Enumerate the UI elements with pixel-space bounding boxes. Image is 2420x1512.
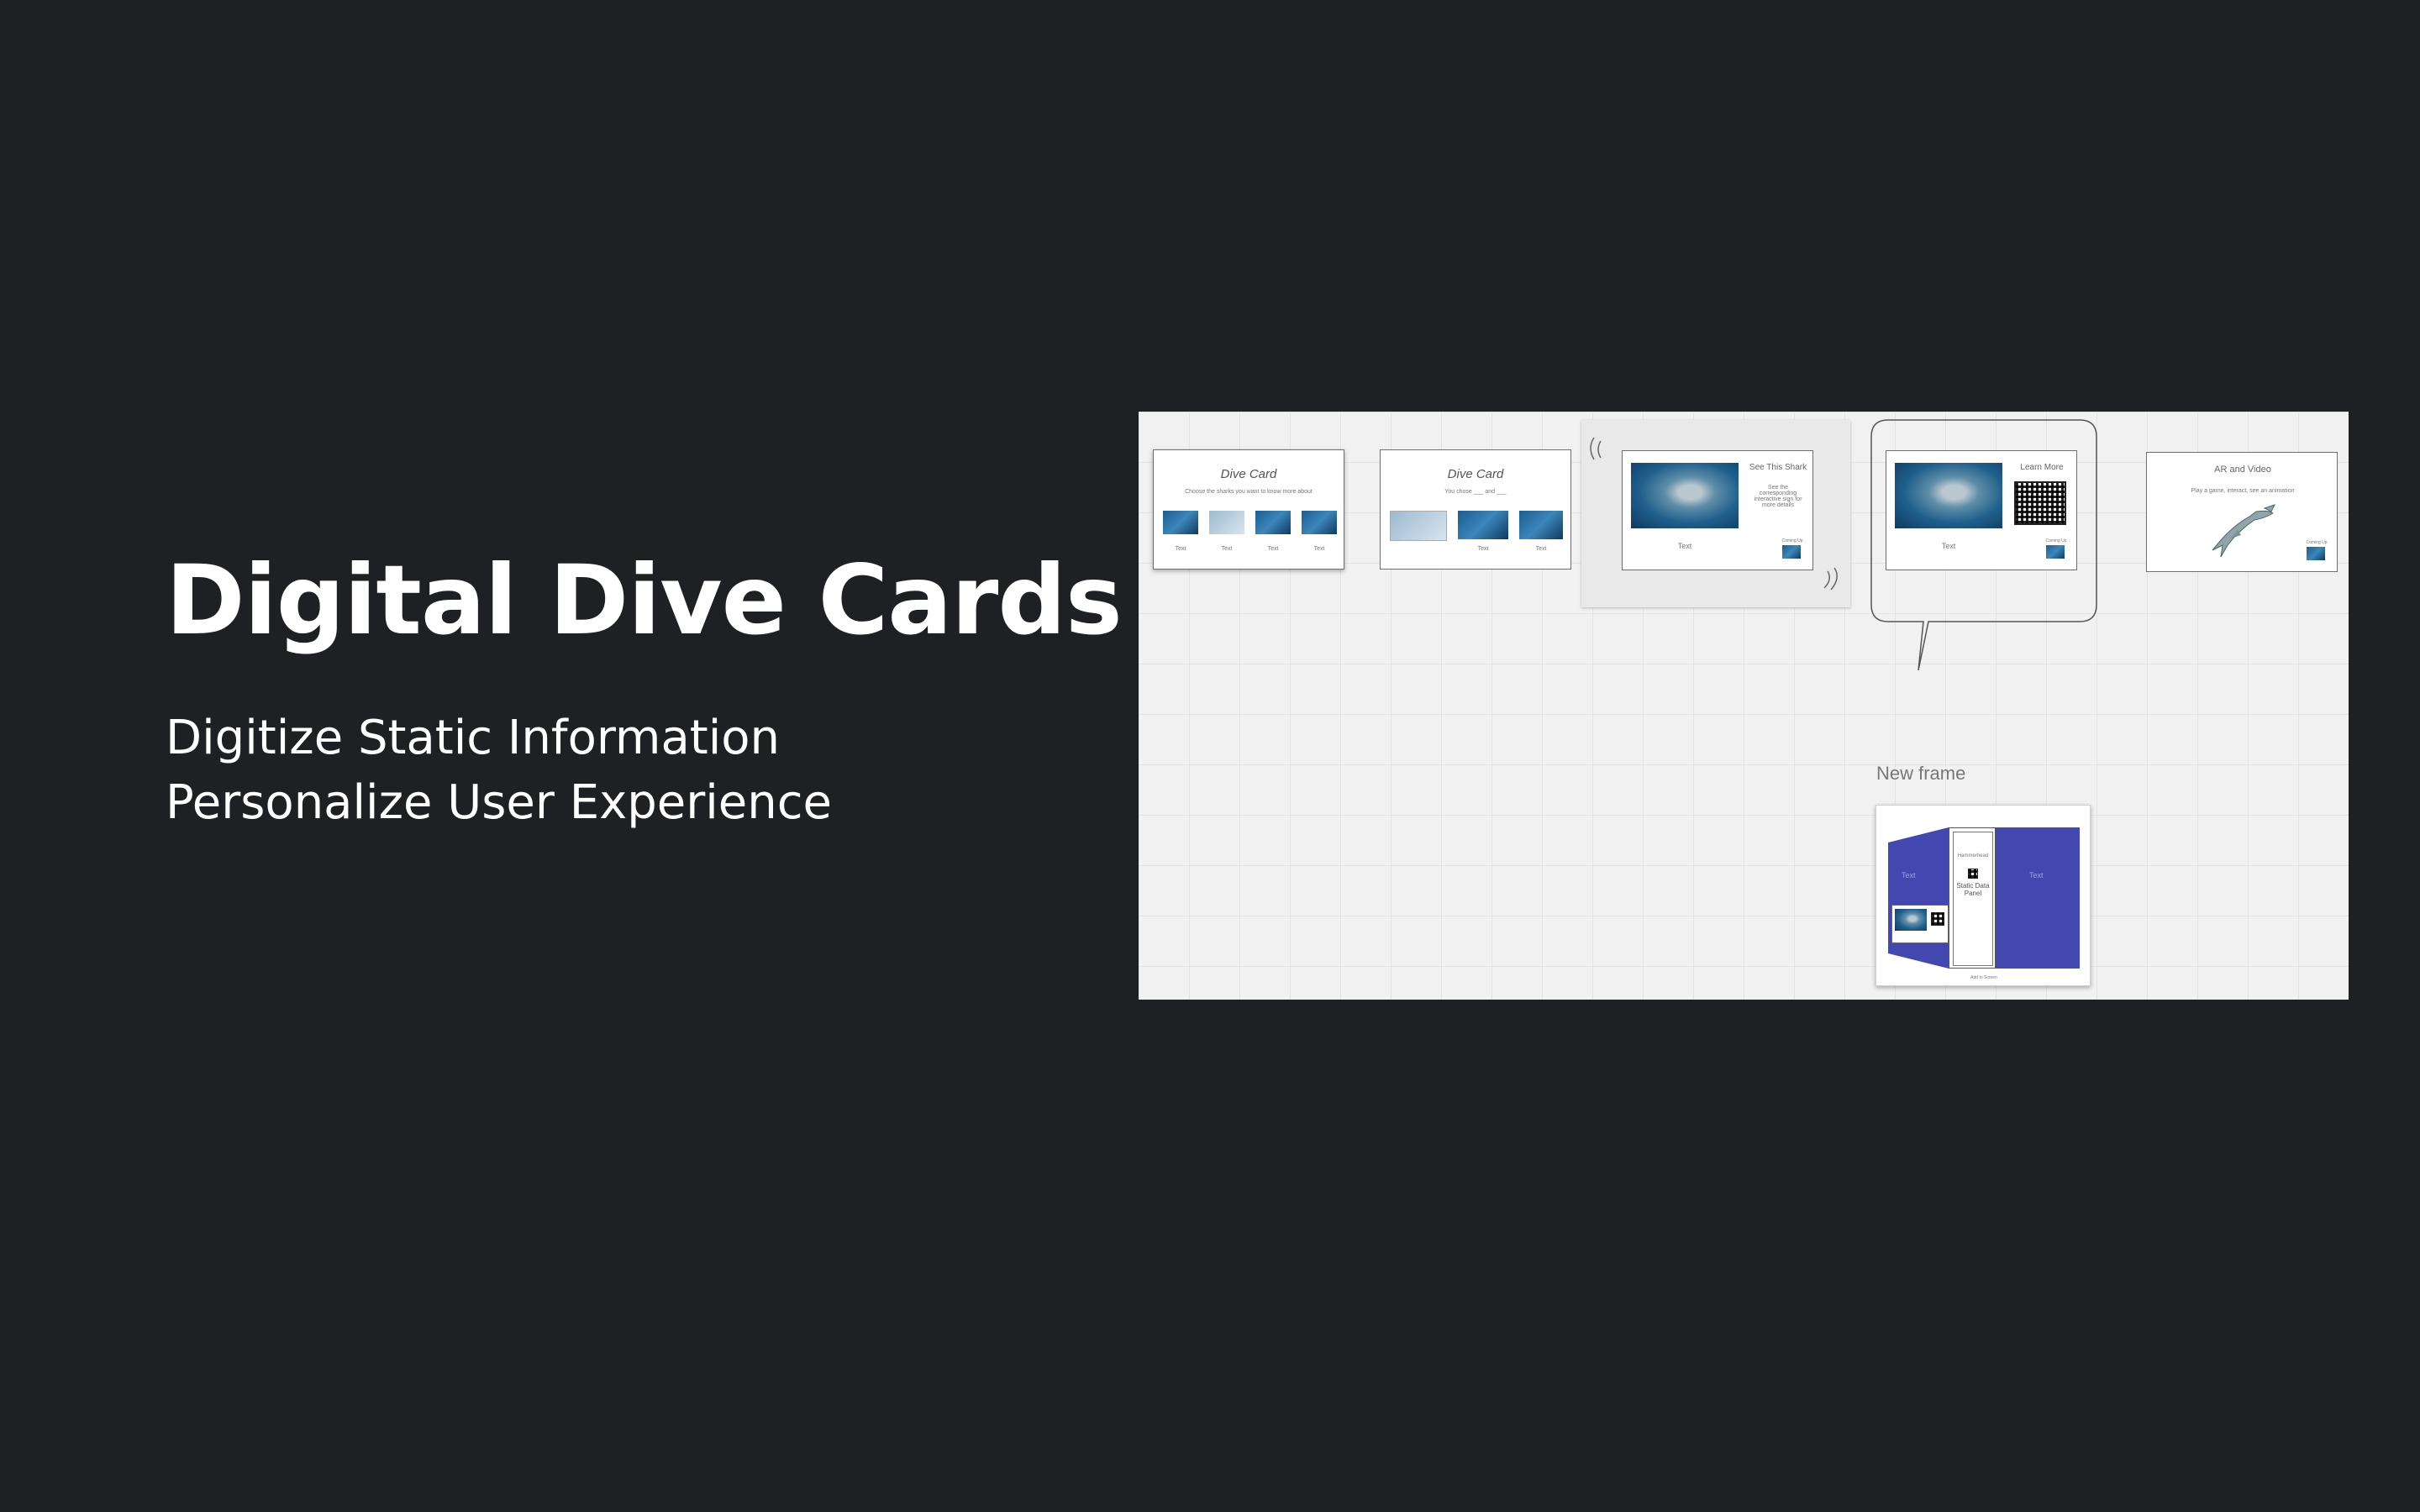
slide-title: Digital Dive Cards [166,544,1123,656]
card-title: Dive Card [1220,467,1277,481]
card-caption: Text [1941,542,1956,550]
hammerhead-photo [1895,463,2002,528]
card-subtitle: Choose the sharks you want to know more … [1185,489,1313,495]
card-corner-label: Coming Up [2045,538,2067,543]
speech-bubble-frame [1870,419,2097,671]
card-corner-label: Coming Up [2306,540,2328,545]
dive-card-chosen[interactable]: Dive Card You chose ___ and ___ Text Tex… [1380,449,1571,570]
subtitle-digitize: Digitize Static Information [166,711,781,765]
center-panel-title: Hammerhead [1957,853,1989,858]
hammerhead-shark-icon [2212,504,2275,558]
thumbnail-label: Text [1221,546,1233,552]
design-canvas[interactable]: Dive Card Choose the sharks you want to … [1139,412,2349,1000]
shark-thumbnail[interactable] [1255,511,1291,534]
shark-thumbnail[interactable] [1302,511,1337,534]
right-panel-text: Text [2029,871,2044,879]
signal-waves-icon [1823,567,1838,591]
card-body: Play a game, interact, see an animation [2191,488,2295,494]
mini-card [1891,905,1949,943]
right-panel [1996,827,2080,969]
new-frame-label[interactable]: New frame [1876,763,1966,784]
ar-video-card[interactable]: AR and Video Play a game, interact, see … [2146,452,2338,572]
signal-waves-icon [1590,437,1602,460]
center-panel-body: Static Data Panel [1956,882,1990,897]
card-body: See the corresponding interactive sign f… [1754,485,1802,508]
new-frame[interactable]: Text Text Hammerhead Static Data Panel A… [1876,805,2091,986]
shark-thumbnail[interactable] [1390,511,1447,541]
thumbnail-label: Text [1175,546,1186,552]
card-heading: Learn More [2020,463,2064,472]
thumbnail-label: Text [1535,546,1547,552]
card-title: Dive Card [1447,467,1504,481]
left-panel-text: Text [1902,871,1916,879]
card-heading: See This Shark [1749,463,1807,472]
card-caption: Text [1677,542,1692,550]
see-this-shark-card[interactable]: See This Shark See the corresponding int… [1622,450,1813,570]
thumbnail-label: Text [1267,546,1279,552]
thumbnail-label: Text [1477,546,1489,552]
shark-thumbnail[interactable] [1519,511,1563,539]
qr-code-icon[interactable] [2014,481,2066,525]
shark-thumbnail[interactable] [1163,511,1198,534]
card-corner-label: Coming Up [1781,538,1803,543]
thumbnail-label: Text [1313,546,1325,552]
shark-thumbnail[interactable] [1458,511,1508,539]
qr-code-icon [1968,869,1978,879]
coming-up-thumbnail [1782,545,1801,559]
learn-more-card[interactable]: Learn More Text Coming Up [1886,450,2077,570]
center-data-panel: Hammerhead Static Data Panel [1949,827,1996,969]
card-heading: AR and Video [2214,465,2271,475]
coming-up-thumbnail [2046,545,2065,559]
subtitle-personalize: Personalize User Experience [166,775,832,830]
shark-thumbnail[interactable] [1209,511,1244,534]
frame-footer: Add to Screen [1970,975,1997,980]
dive-card-choose[interactable]: Dive Card Choose the sharks you want to … [1153,449,1344,570]
hammerhead-photo [1631,463,1739,528]
left-panel-shape [1888,827,1949,969]
card-subtitle: You chose ___ and ___ [1444,489,1507,495]
coming-up-thumbnail [2307,547,2325,560]
